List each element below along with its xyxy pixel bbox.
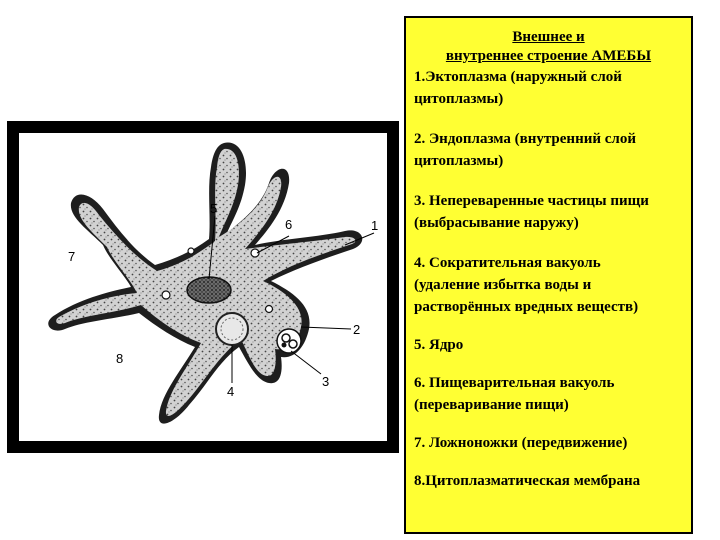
digestive-vacuoles (161, 247, 274, 314)
amoeba-figure: 5 6 1 2 3 4 7 8 (19, 133, 387, 441)
label-3: 3 (322, 374, 329, 389)
panel-title: Внешнее и внутреннее строение АМЕБЫ (414, 28, 683, 66)
legend-item-4: 4. Сократительная вакуоль (удаление избы… (414, 255, 639, 315)
label-2: 2 (353, 322, 360, 337)
label-7: 7 (68, 249, 75, 264)
leader-lines (208, 215, 375, 383)
legend-item-6: 6. Пищеварительная вакуоль (переваривани… (414, 375, 615, 413)
legend-item-8: 8.Цитоплазматическая мембрана (414, 473, 641, 489)
legend-item-3: 3. Непереваренные частицы пищи (выбрасыв… (414, 193, 649, 231)
nucleus (186, 276, 232, 304)
label-4: 4 (227, 384, 234, 399)
label-6: 6 (285, 217, 292, 232)
amoeba-diagram: 5 6 1 2 3 4 7 8 (48, 142, 378, 424)
legend-item-2: 2. Эндоплазма (внутренний слой цитоплазм… (414, 131, 636, 169)
label-5: 5 (210, 201, 217, 216)
label-8: 8 (116, 351, 123, 366)
legend-item-7: 7. Ложноножки (передвижение) (414, 435, 628, 451)
panel-title-line-2: внутреннее строение АМЕБЫ (445, 48, 652, 64)
panel-title-line-1: Внешнее и (512, 29, 585, 45)
legend-item-5: 5. Ядро (414, 337, 464, 353)
figure-frame: 5 6 1 2 3 4 7 8 (7, 121, 399, 453)
label-1: 1 (371, 218, 378, 233)
undigested-particles (276, 328, 302, 354)
legend-panel: Внешнее и внутреннее строение АМЕБЫ 1.Эк… (404, 16, 693, 534)
legend-item-1: 1.Эктоплазма (наружный слой цитоплазмы) (414, 69, 622, 107)
